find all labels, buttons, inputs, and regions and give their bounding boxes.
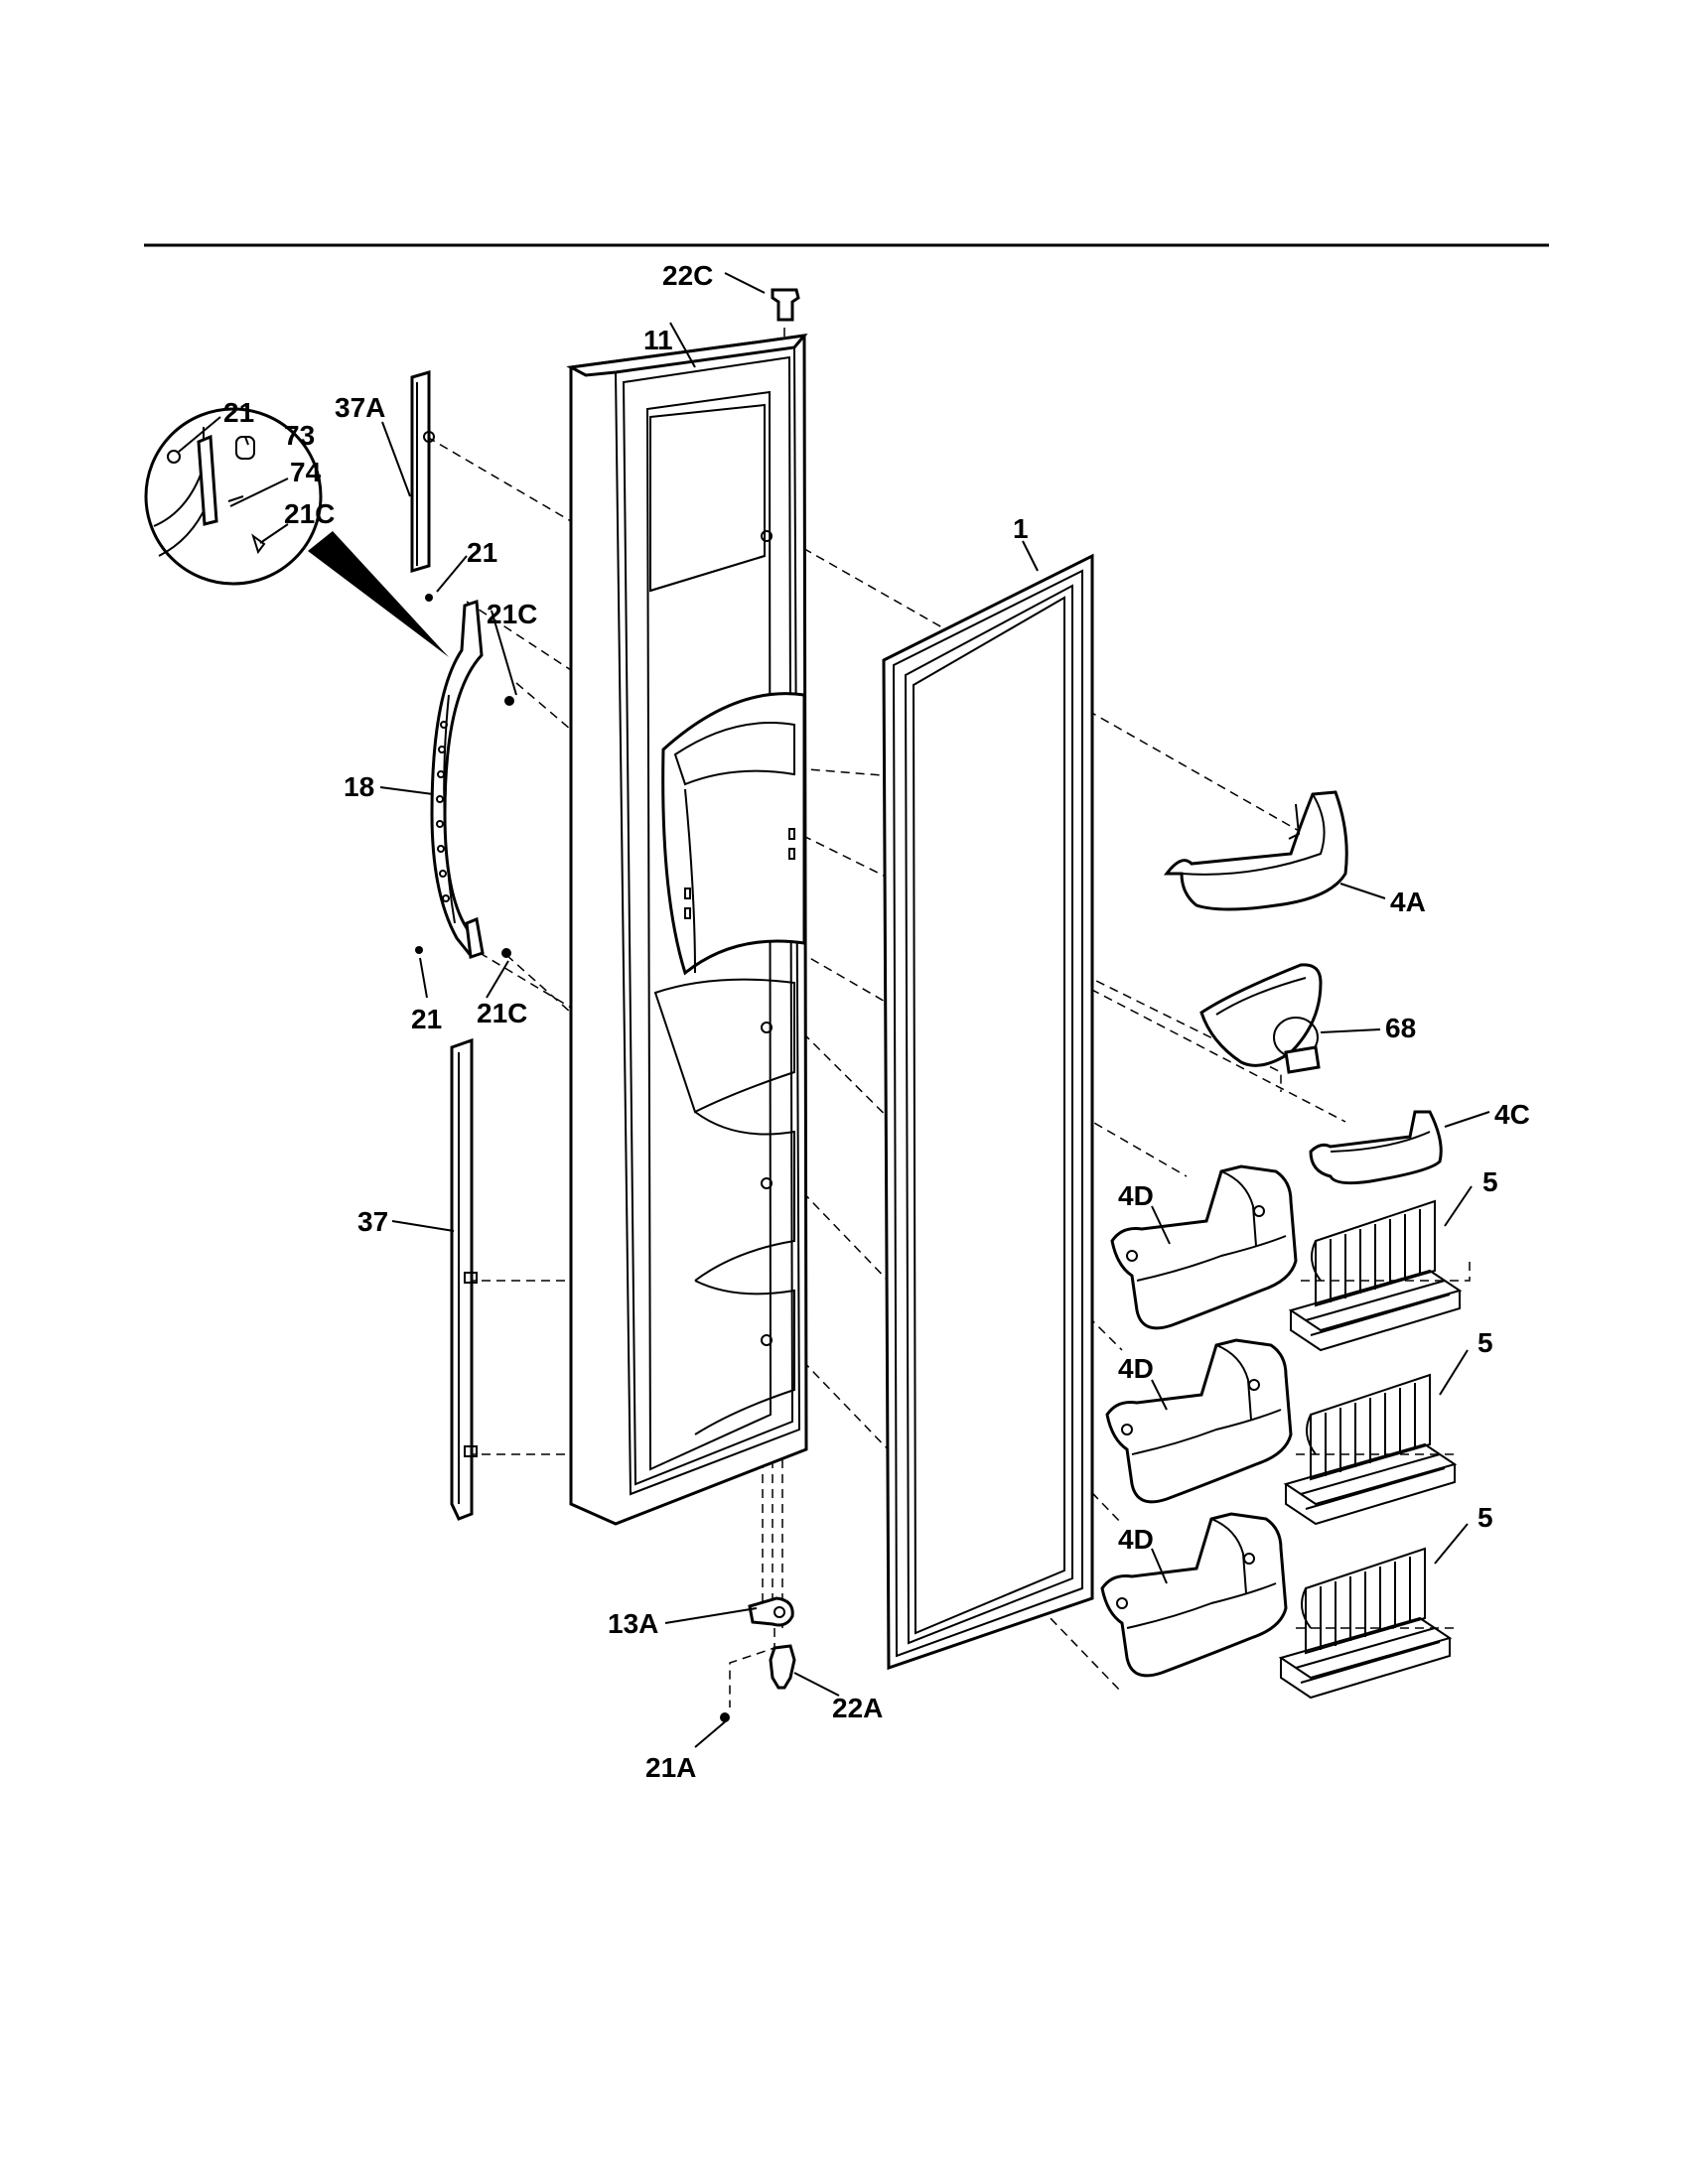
callout-4C: 4C bbox=[1494, 1099, 1530, 1130]
callout-21A: 21A bbox=[645, 1752, 696, 1783]
hinge-detail-inset bbox=[144, 407, 323, 586]
callout-4D-a: 4D bbox=[1118, 1180, 1154, 1211]
upper-trim-strip[interactable] bbox=[410, 369, 435, 574]
callout-21C-detail: 21C bbox=[284, 498, 335, 529]
callout-37A: 37A bbox=[335, 392, 385, 423]
callout-73: 73 bbox=[284, 420, 315, 451]
wire-basket-2[interactable] bbox=[1283, 1373, 1458, 1526]
bottom-hinge-bracket[interactable] bbox=[748, 1596, 794, 1627]
freezer-door[interactable] bbox=[566, 333, 808, 1526]
callout-22C: 22C bbox=[662, 260, 713, 291]
door-bin-4D-1[interactable] bbox=[1110, 1164, 1298, 1330]
callout-37: 37 bbox=[357, 1206, 388, 1237]
callout-4D-b: 4D bbox=[1118, 1353, 1154, 1384]
callout-4A: 4A bbox=[1390, 887, 1426, 917]
door-bin-4D-3[interactable] bbox=[1100, 1512, 1288, 1678]
callout-13A: 13A bbox=[608, 1608, 658, 1639]
door-gasket[interactable] bbox=[882, 553, 1094, 1671]
detail-pointer bbox=[308, 531, 449, 657]
callout-5-c: 5 bbox=[1477, 1502, 1493, 1533]
callout-21-top: 21 bbox=[467, 537, 497, 568]
callout-21-bottom: 21 bbox=[411, 1004, 442, 1034]
top-hinge-pin[interactable] bbox=[771, 288, 800, 322]
wire-basket-1[interactable] bbox=[1288, 1199, 1463, 1352]
door-bin-4C[interactable] bbox=[1309, 1110, 1443, 1185]
wire-basket-3[interactable] bbox=[1278, 1547, 1453, 1700]
door-bin-4A[interactable] bbox=[1163, 790, 1348, 911]
callout-21-detail: 21 bbox=[223, 397, 254, 428]
callout-22A: 22A bbox=[832, 1693, 883, 1723]
lower-trim-strip[interactable] bbox=[450, 1037, 478, 1521]
leader-lines bbox=[178, 272, 1490, 1748]
callout-5-a: 5 bbox=[1482, 1166, 1498, 1197]
callout-5-b: 5 bbox=[1477, 1327, 1493, 1358]
ice-chute-funnel[interactable] bbox=[1199, 963, 1323, 1074]
callout-21C-top: 21C bbox=[487, 599, 537, 629]
door-bin-4D-2[interactable] bbox=[1105, 1338, 1293, 1504]
callout-21C-bottom: 21C bbox=[477, 998, 527, 1028]
callout-4D-c: 4D bbox=[1118, 1524, 1154, 1555]
callout-74: 74 bbox=[290, 457, 322, 487]
callout-18: 18 bbox=[344, 771, 374, 802]
callout-11: 11 bbox=[643, 325, 673, 355]
bottom-hinge-pin[interactable] bbox=[769, 1644, 796, 1690]
callout-1: 1 bbox=[1013, 513, 1029, 544]
callout-68: 68 bbox=[1385, 1013, 1416, 1043]
door-handle[interactable] bbox=[430, 599, 485, 960]
handle-holes bbox=[436, 721, 450, 902]
